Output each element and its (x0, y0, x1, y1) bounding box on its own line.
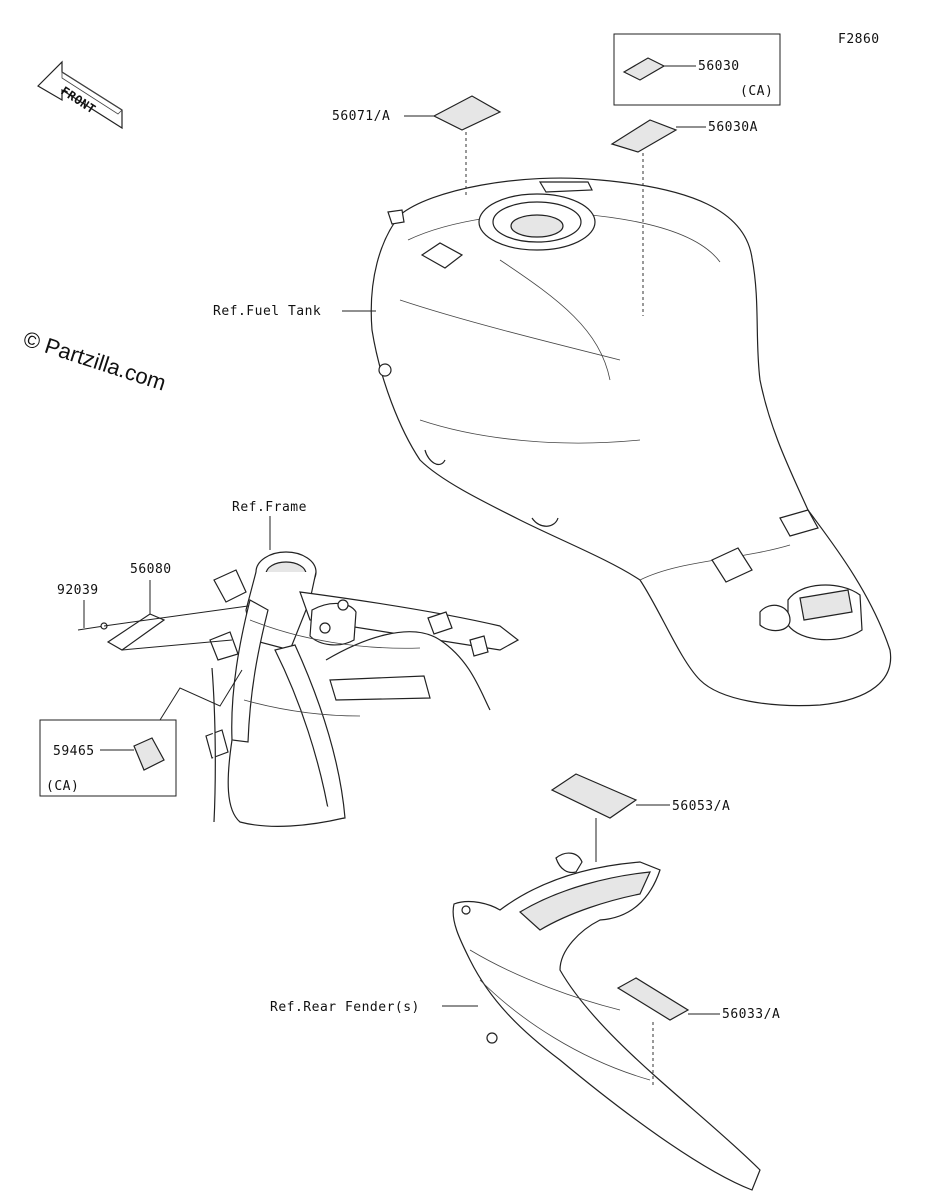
ref-fuel-tank-label: Ref.Fuel Tank (213, 304, 321, 319)
figure-code: F2860 (838, 32, 880, 47)
label-59465-ca: (CA) (46, 779, 79, 794)
label-56033a: 56033/A (722, 1007, 780, 1022)
label-56030-ca: (CA) (740, 84, 773, 99)
decal-56030a (610, 119, 678, 153)
ref-rear-fender-label: Ref.Rear Fender(s) (270, 1000, 420, 1015)
frame (205, 551, 520, 827)
label-92039: 92039 (57, 583, 99, 598)
rivet-92039 (77, 622, 108, 631)
label-56030a: 56030A (708, 120, 758, 135)
label-56080: 56080 (130, 562, 172, 577)
ref-frame-label: Ref.Frame (232, 500, 307, 515)
decal-56071a (432, 95, 502, 131)
watermark: © Partzilla.com (20, 326, 169, 396)
label-56053a: 56053/A (672, 799, 730, 814)
plate-56080 (106, 613, 166, 651)
label-56030: 56030 (698, 59, 740, 74)
rear-fender (452, 852, 761, 1191)
fuel-tank (370, 177, 892, 707)
front-arrow-icon: FRONT (37, 60, 123, 130)
decal-56033a (616, 977, 690, 1021)
label-59465: 59465 (53, 744, 95, 759)
decal-56053a (550, 773, 638, 819)
ca-box-56030 (613, 33, 781, 106)
label-56071a: 56071/A (332, 109, 390, 124)
ca-box-59465 (39, 719, 177, 797)
decal-56030 (622, 57, 666, 81)
label-sticker-59465 (133, 737, 165, 771)
